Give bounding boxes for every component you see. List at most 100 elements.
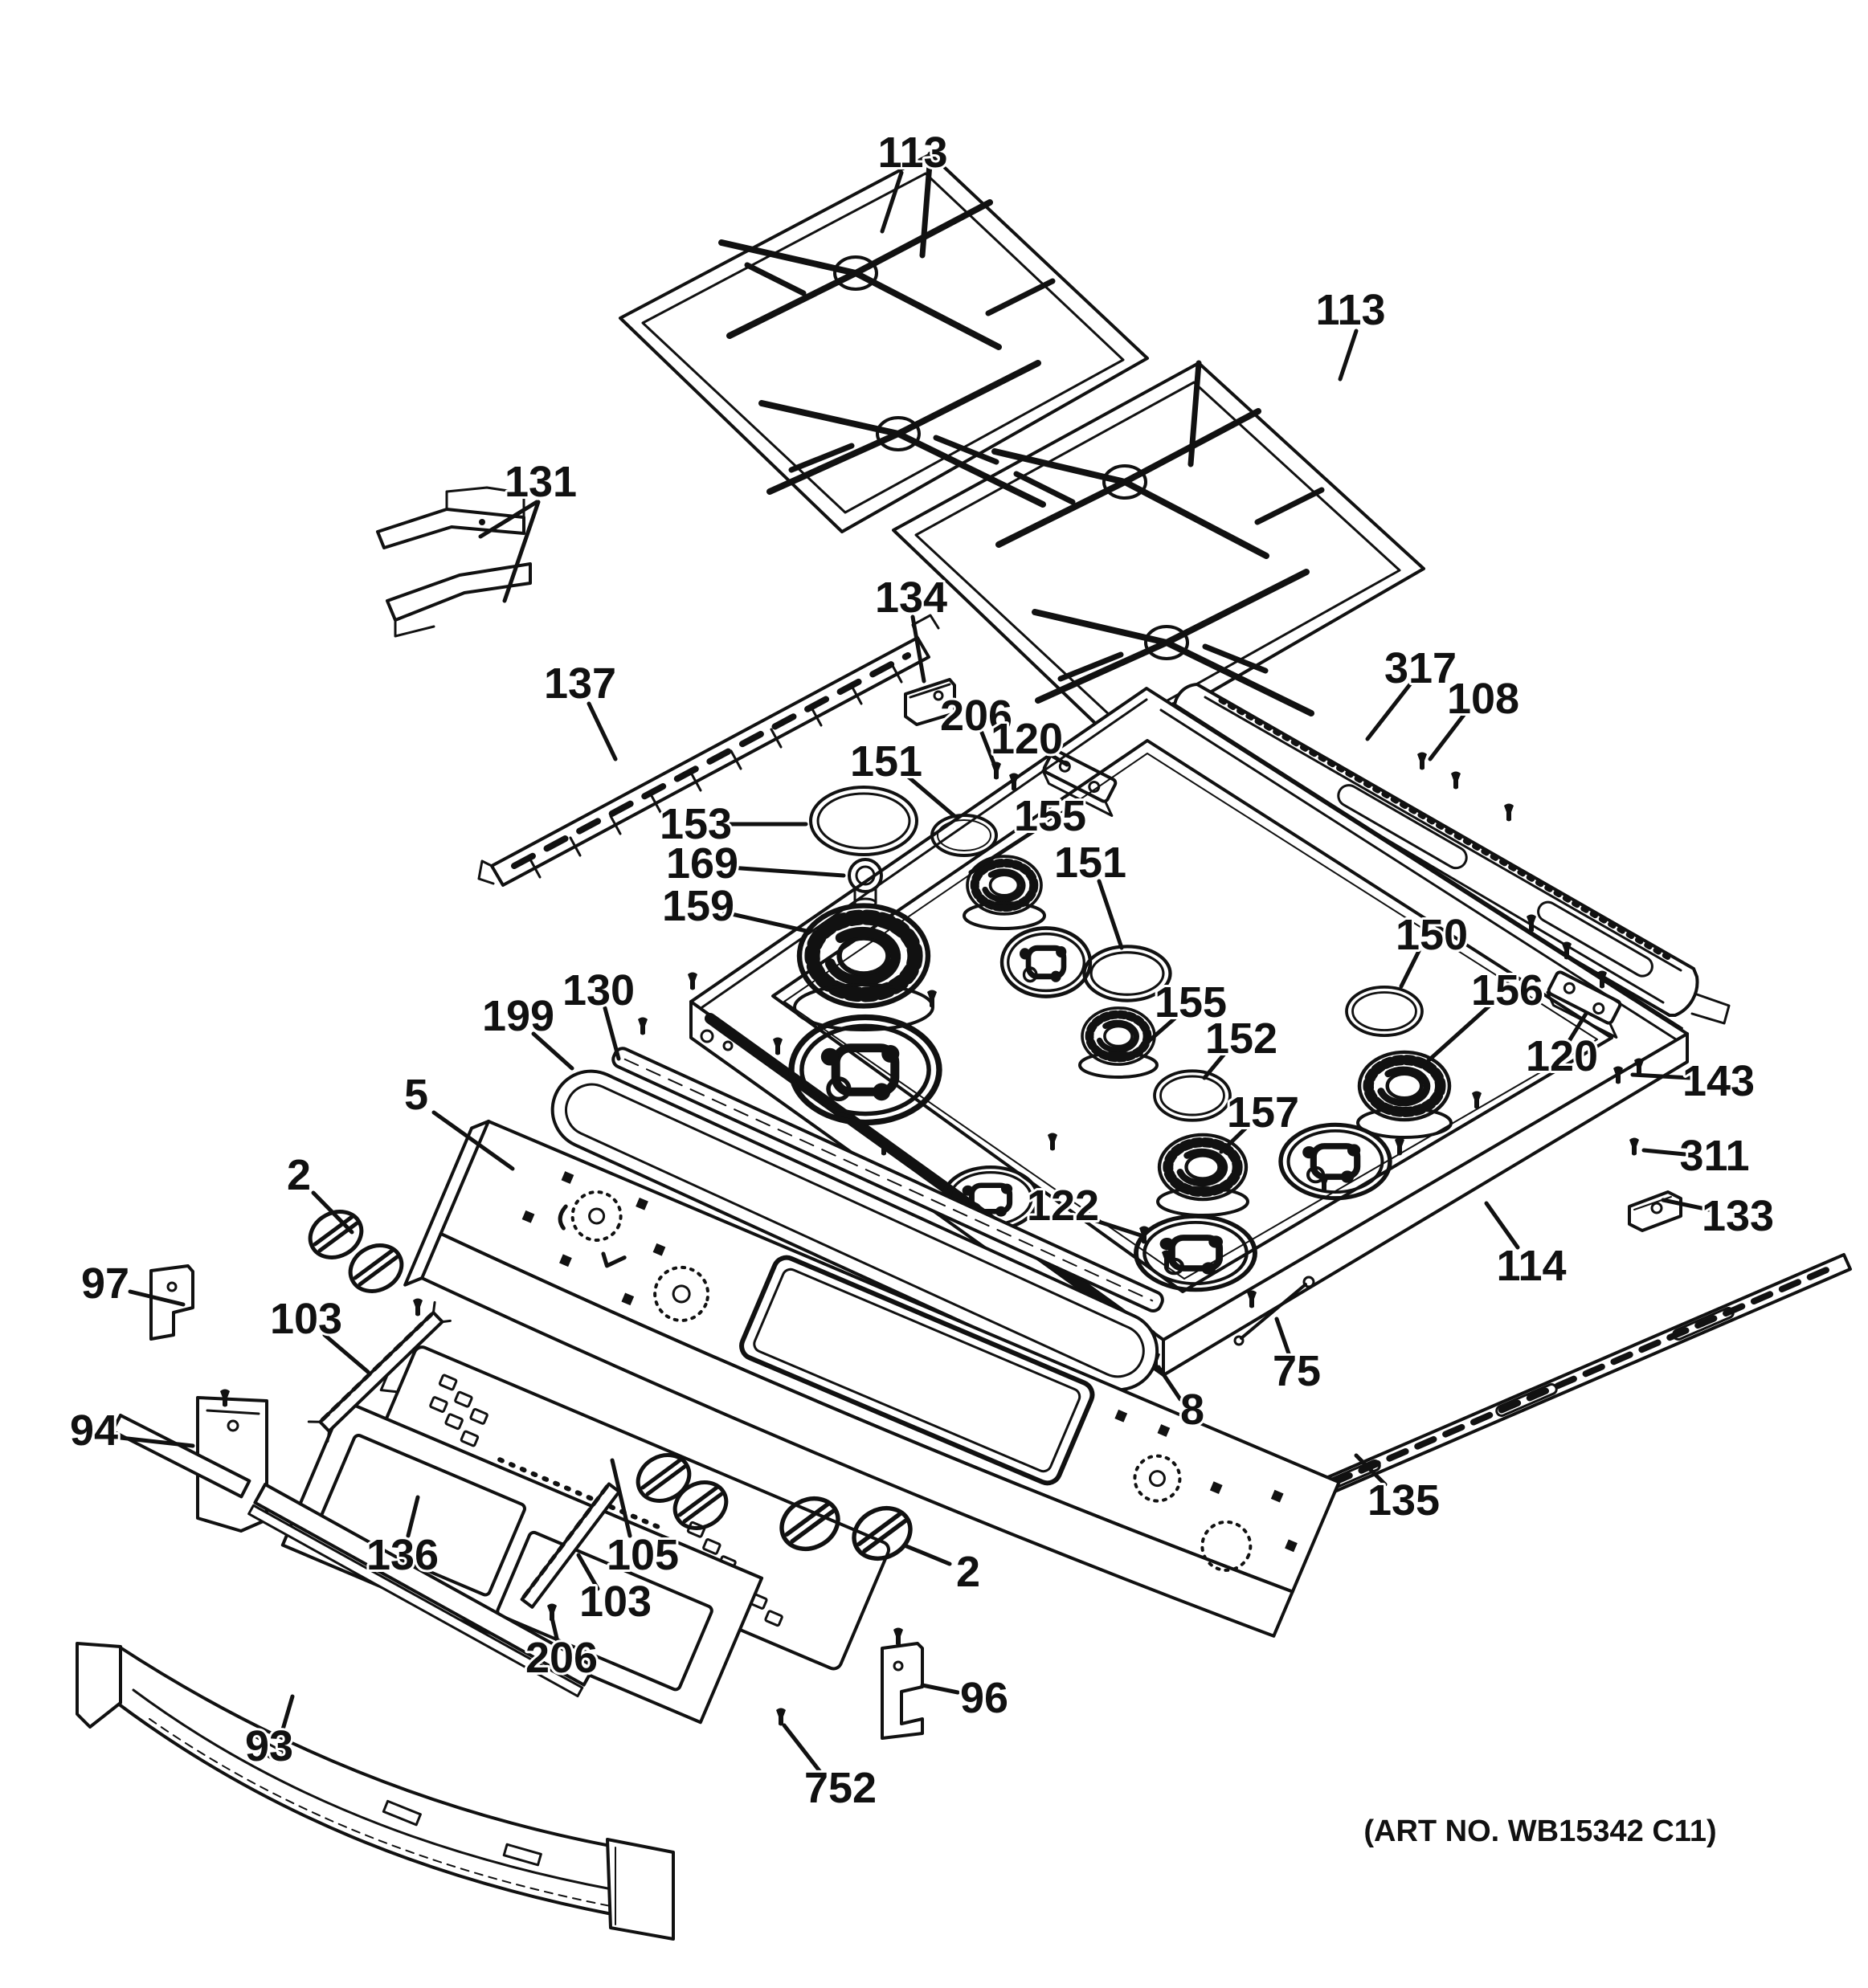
art-number-note: (ART NO. WB15342 C11) bbox=[1363, 1815, 1716, 1848]
part-label-5: 5 bbox=[404, 1071, 428, 1119]
leader-line-136 bbox=[406, 1495, 420, 1538]
front-bezel-93 bbox=[76, 1642, 675, 1941]
leader-line-206 bbox=[550, 1615, 560, 1644]
part-label-136: 136 bbox=[366, 1531, 439, 1579]
part-label-157: 157 bbox=[1227, 1088, 1299, 1137]
leader-line-114 bbox=[1484, 1201, 1520, 1250]
leader-line-8 bbox=[1156, 1365, 1183, 1402]
part-label-75: 75 bbox=[1273, 1347, 1321, 1395]
leader-line-199 bbox=[531, 1031, 574, 1071]
leader-line-122 bbox=[1079, 1214, 1143, 1238]
side-trim-317 bbox=[1172, 683, 1731, 1025]
part-label-155: 155 bbox=[1014, 792, 1086, 840]
part-label-153: 153 bbox=[660, 800, 732, 848]
clip-133 bbox=[1628, 1190, 1682, 1232]
leader-line-130 bbox=[603, 1006, 621, 1061]
leader-line-133 bbox=[1661, 1198, 1711, 1212]
leader-line-2 bbox=[902, 1543, 952, 1566]
part-label-151: 151 bbox=[850, 737, 922, 786]
leader-line-113 bbox=[880, 170, 904, 234]
leader-line-152 bbox=[1202, 1051, 1227, 1080]
part-label-151: 151 bbox=[1054, 839, 1126, 887]
part-label-199: 199 bbox=[482, 992, 554, 1040]
leader-line-120 bbox=[1567, 1011, 1588, 1043]
part-label-2: 2 bbox=[287, 1151, 311, 1199]
leader-line-155 bbox=[1147, 1016, 1177, 1043]
burner-heads-155 bbox=[963, 856, 1157, 1079]
burner-head-157 bbox=[1158, 1135, 1248, 1217]
part-label-94: 94 bbox=[70, 1406, 118, 1455]
leader-line-75 bbox=[1274, 1316, 1292, 1358]
part-label-131: 131 bbox=[505, 458, 577, 506]
leader-line-103 bbox=[576, 1553, 600, 1591]
part-label-120: 120 bbox=[991, 715, 1063, 763]
part-label-155: 155 bbox=[1155, 978, 1227, 1027]
leader-line-103 bbox=[322, 1333, 370, 1374]
leader-line-2 bbox=[311, 1190, 354, 1235]
leader-line-5 bbox=[431, 1110, 515, 1171]
part-label-120: 120 bbox=[1526, 1032, 1598, 1080]
part-label-2: 2 bbox=[956, 1548, 980, 1596]
leader-line-151 bbox=[904, 773, 957, 818]
part-label-206: 206 bbox=[525, 1634, 598, 1682]
rod-75 bbox=[1233, 1276, 1315, 1346]
part-label-103: 103 bbox=[270, 1295, 342, 1343]
leader-line-151 bbox=[1097, 879, 1124, 950]
part-label-133: 133 bbox=[1702, 1192, 1774, 1240]
leader-line-94 bbox=[118, 1435, 195, 1448]
ring-153 bbox=[809, 786, 918, 856]
rear-burner-rail-137 bbox=[477, 614, 940, 887]
leader-line-150 bbox=[1399, 949, 1421, 989]
screw-311 bbox=[1628, 1136, 1641, 1157]
part-label-752: 752 bbox=[804, 1764, 877, 1812]
leader-line-156 bbox=[1425, 1003, 1492, 1064]
leader-line-134 bbox=[910, 614, 926, 684]
leader-line-137 bbox=[587, 701, 618, 761]
leader-line-120 bbox=[1040, 748, 1069, 767]
leader-line-96 bbox=[920, 1683, 960, 1695]
burner-head-156 bbox=[1358, 1052, 1451, 1139]
part-label-108: 108 bbox=[1447, 675, 1519, 723]
part-label-93: 93 bbox=[245, 1722, 293, 1770]
part-label-206: 206 bbox=[940, 692, 1012, 740]
leader-line-169 bbox=[727, 865, 846, 878]
leader-line-93 bbox=[280, 1694, 295, 1732]
part-label-96: 96 bbox=[960, 1674, 1008, 1722]
leader-line-131 bbox=[478, 500, 539, 539]
leader-line-317 bbox=[1365, 682, 1412, 741]
leader-line-131 bbox=[502, 500, 541, 603]
leader-line-157 bbox=[1219, 1125, 1249, 1154]
control-panel-5 bbox=[403, 1120, 1341, 1638]
part-label-156: 156 bbox=[1471, 966, 1543, 1014]
part-label-105: 105 bbox=[607, 1531, 679, 1579]
leader-line-108 bbox=[1428, 712, 1466, 761]
seal-rings-151-152-150 bbox=[930, 814, 1424, 1122]
part-label-134: 134 bbox=[875, 574, 947, 622]
leader-line-752 bbox=[782, 1723, 823, 1774]
leader-line-311 bbox=[1641, 1148, 1687, 1157]
part-label-317: 317 bbox=[1384, 644, 1457, 692]
part-label-122: 122 bbox=[1027, 1182, 1099, 1230]
part-label-150: 150 bbox=[1396, 911, 1468, 959]
leader-line-105 bbox=[610, 1458, 632, 1538]
board-rail-103-lower bbox=[520, 1482, 621, 1609]
trim-ring-199 bbox=[550, 1069, 1159, 1392]
burner-grate-right-113 bbox=[892, 360, 1425, 747]
part-label-114: 114 bbox=[1496, 1242, 1566, 1290]
part-label-311: 311 bbox=[1679, 1132, 1749, 1180]
bracket-96 bbox=[881, 1642, 924, 1740]
leader-line-206 bbox=[979, 730, 999, 772]
part-label-8: 8 bbox=[1180, 1386, 1204, 1434]
part-label-169: 169 bbox=[666, 839, 738, 888]
leader-line-113 bbox=[1338, 329, 1359, 382]
bezel-top-strip bbox=[111, 1414, 596, 1698]
part-label-130: 130 bbox=[562, 966, 635, 1014]
leader-line-155 bbox=[968, 828, 1037, 875]
board-rail-103-upper bbox=[307, 1300, 452, 1443]
part-label-97: 97 bbox=[81, 1259, 129, 1308]
part-label-137: 137 bbox=[544, 659, 616, 708]
part-label-135: 135 bbox=[1367, 1476, 1440, 1525]
leader-line-159 bbox=[722, 910, 812, 934]
grate-bracket-pair-131 bbox=[376, 486, 532, 638]
